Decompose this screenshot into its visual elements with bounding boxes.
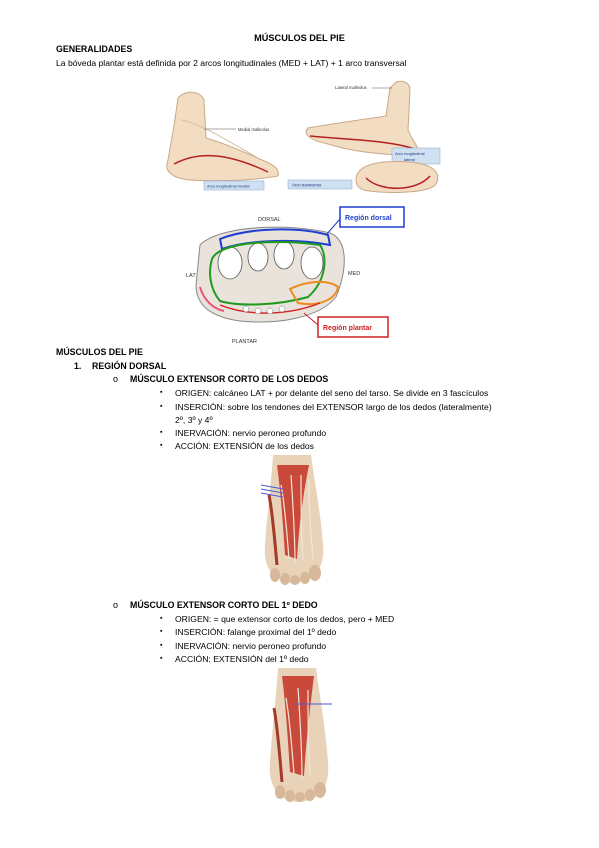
muscle1-name: MÚSCULO EXTENSOR CORTO DE LOS DEDOS (130, 374, 329, 384)
foot-arches-figure: Medial malleolus Arco longitudinal media… (166, 80, 441, 193)
bullet-square: ▪ (160, 442, 163, 449)
label-dorsal: DORSAL (258, 217, 281, 223)
bullet-square: ▪ (160, 615, 163, 622)
muscle2-insercion: INSERCIÓN: falange proximal del 1º dedo (175, 627, 337, 637)
bullet-square: ▪ (160, 655, 163, 662)
bullet-square: ▪ (160, 642, 163, 649)
intro-text: La bóveda plantar está definida por 2 ar… (56, 58, 407, 68)
heading-generalidades: GENERALIDADES (56, 44, 133, 54)
bullet-square: ▪ (160, 389, 163, 396)
foot-cross-section-figure: DORSAL LAT MED PLANTAR Región dorsal Reg… (186, 206, 405, 345)
section-number: 1. (74, 361, 82, 371)
label-lat: LAT (186, 273, 196, 279)
muscle1-origen: ORIGEN: calcáneo LAT + por delante del s… (175, 388, 489, 398)
label-med: MED (348, 271, 360, 277)
transverse-arch-illustration: Arco transverso (287, 161, 439, 193)
dorsal-foot-figure-1 (255, 455, 331, 585)
muscle1-insercion-line1: INSERCIÓN: sobre los tendones del EXTENS… (175, 402, 492, 412)
dorsal-foot-figure-2 (262, 668, 334, 803)
label-arco-lateral-2: lateral (404, 157, 415, 162)
bullet-circle: o (113, 600, 119, 610)
label-arco-medial: Arco longitudinal medial (207, 184, 250, 189)
bullet-circle: o (113, 374, 119, 384)
label-region-dorsal: Región dorsal (345, 215, 392, 222)
lateral-foot-illustration: Lateral malleolus Arco longitudinal late… (305, 80, 441, 165)
heading-musculos: MÚSCULOS DEL PIE (56, 347, 143, 357)
label-plantar: PLANTAR (232, 339, 257, 345)
muscle2-accion: ACCIÓN: EXTENSIÓN del 1º dedo (175, 654, 309, 664)
muscle1-inervacion: INERVACIÓN: nervio peroneo profundo (175, 428, 327, 438)
muscle2-origen: ORIGEN: = que extensor corto de los dedo… (175, 614, 395, 624)
page-title: MÚSCULOS DEL PIE (254, 33, 345, 43)
muscle2-inervacion: INERVACIÓN: nervio peroneo profundo (175, 641, 327, 651)
label-arco-transverso: Arco transverso (292, 183, 322, 188)
muscle1-accion: ACCIÓN: EXTENSIÓN de los dedos (175, 441, 314, 451)
label-arco-lateral-1: Arco longitudinal (395, 151, 425, 156)
bullet-square: ▪ (160, 628, 163, 635)
label-lateral-malleolus: Lateral malleolus (335, 85, 367, 90)
bullet-square: ▪ (160, 403, 163, 410)
label-region-plantar: Región plantar (323, 325, 372, 332)
muscle1-insercion-line2: 2º, 3º y 4º (175, 415, 213, 425)
muscle2-name: MÚSCULO EXTENSOR CORTO DEL 1º DEDO (130, 600, 318, 610)
medial-foot-illustration: Medial malleolus Arco longitudinal media… (166, 91, 279, 191)
bullet-square: ▪ (160, 429, 163, 436)
label-medial-malleolus: Medial malleolus (238, 127, 269, 132)
section-title: REGIÓN DORSAL (92, 361, 167, 371)
